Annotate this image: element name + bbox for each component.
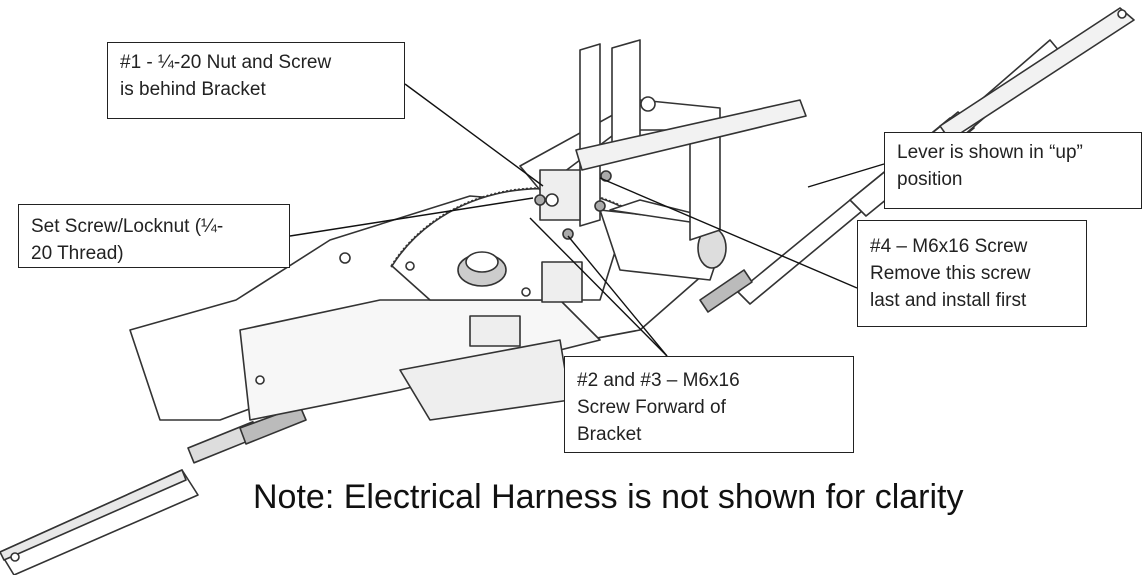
callout-line: is behind Bracket — [120, 79, 266, 100]
callout-m6-screw-2-3: #2 and #3 – M6x16 Screw Forward of Brack… — [564, 356, 854, 453]
limit-switches — [469, 261, 583, 347]
callout-nut-screw: #1 - ¼-20 Nut and Screw is behind Bracke… — [107, 42, 405, 119]
leader-nut-screw — [404, 83, 544, 187]
leader-m6-2 — [529, 217, 668, 357]
screw-heads — [534, 170, 612, 240]
note-text: Note: Electrical Harness is not shown fo… — [253, 478, 964, 516]
callout-line: #4 – M6x16 Screw — [870, 236, 1028, 257]
callout-set-screw: Set Screw/Locknut (¼- 20 Thread) — [18, 204, 290, 268]
callout-lever: Lever is shown in “up” position — [884, 132, 1142, 209]
leader-m6-3 — [567, 235, 668, 357]
callout-line: #2 and #3 – M6x16 — [577, 370, 740, 391]
callout-line: Bracket — [577, 424, 642, 445]
upper-bracket — [519, 39, 807, 241]
callout-line: Remove this screw — [870, 263, 1031, 284]
callout-line: 20 Thread) — [31, 243, 124, 264]
left-lever-arm — [0, 405, 307, 575]
callout-line: Screw Forward of — [577, 397, 726, 418]
leader-set-screw — [289, 197, 534, 237]
callout-line: #1 - ¼-20 Nut and Screw — [120, 52, 332, 73]
callout-line: Lever is shown in “up” — [897, 142, 1083, 163]
callout-line: position — [897, 169, 963, 190]
leader-lever — [807, 163, 885, 188]
callout-m6-screw-4: #4 – M6x16 Screw Remove this screw last … — [857, 220, 1087, 327]
callout-line: last and install first — [870, 290, 1027, 311]
hub — [457, 251, 507, 287]
callout-line: Set Screw/Locknut (¼- — [31, 216, 224, 237]
leader-m6-4 — [599, 177, 858, 289]
